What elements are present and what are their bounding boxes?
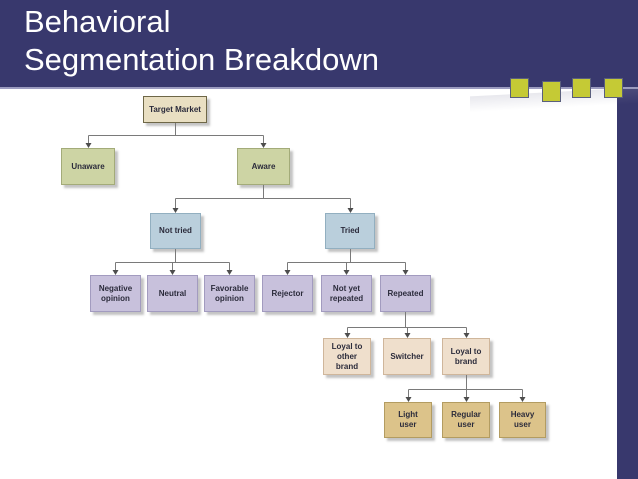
node-light-user: Light user xyxy=(384,402,432,438)
node-switcher: Switcher xyxy=(383,338,431,375)
node-heavy-user: Heavy user xyxy=(499,402,546,438)
connector-path xyxy=(88,123,264,144)
connector-path xyxy=(347,312,467,334)
accent-square xyxy=(604,78,623,98)
connector-path xyxy=(175,185,351,209)
node-favorable-opinion: Favorable opinion xyxy=(204,275,255,312)
node-not-tried: Not tried xyxy=(150,213,201,249)
slide-header: Behavioral Segmentation Breakdown xyxy=(0,0,638,89)
connector-path xyxy=(287,249,406,271)
slide-title: Behavioral Segmentation Breakdown xyxy=(24,4,380,77)
right-edge-bar xyxy=(617,89,638,479)
connector-path xyxy=(408,375,523,398)
node-regular-user: Regular user xyxy=(442,402,490,438)
node-loyal-to-other-brand: Loyal to other brand xyxy=(323,338,371,375)
node-target-market: Target Market xyxy=(143,96,207,123)
node-neutral: Neutral xyxy=(147,275,198,312)
node-tried: Tried xyxy=(325,213,375,249)
node-negative-opinion: Negative opinion xyxy=(90,275,141,312)
node-repeated: Repeated xyxy=(380,275,431,312)
node-rejector: Rejector xyxy=(262,275,313,312)
node-unaware: Unaware xyxy=(61,148,115,185)
node-not-yet-repeated: Not yet repeated xyxy=(321,275,372,312)
accent-square xyxy=(542,81,561,102)
accent-square xyxy=(572,78,591,98)
node-aware: Aware xyxy=(237,148,290,185)
accent-square xyxy=(510,78,529,98)
connector-path xyxy=(115,249,230,271)
node-loyal-to-brand: Loyal to brand xyxy=(442,338,490,375)
